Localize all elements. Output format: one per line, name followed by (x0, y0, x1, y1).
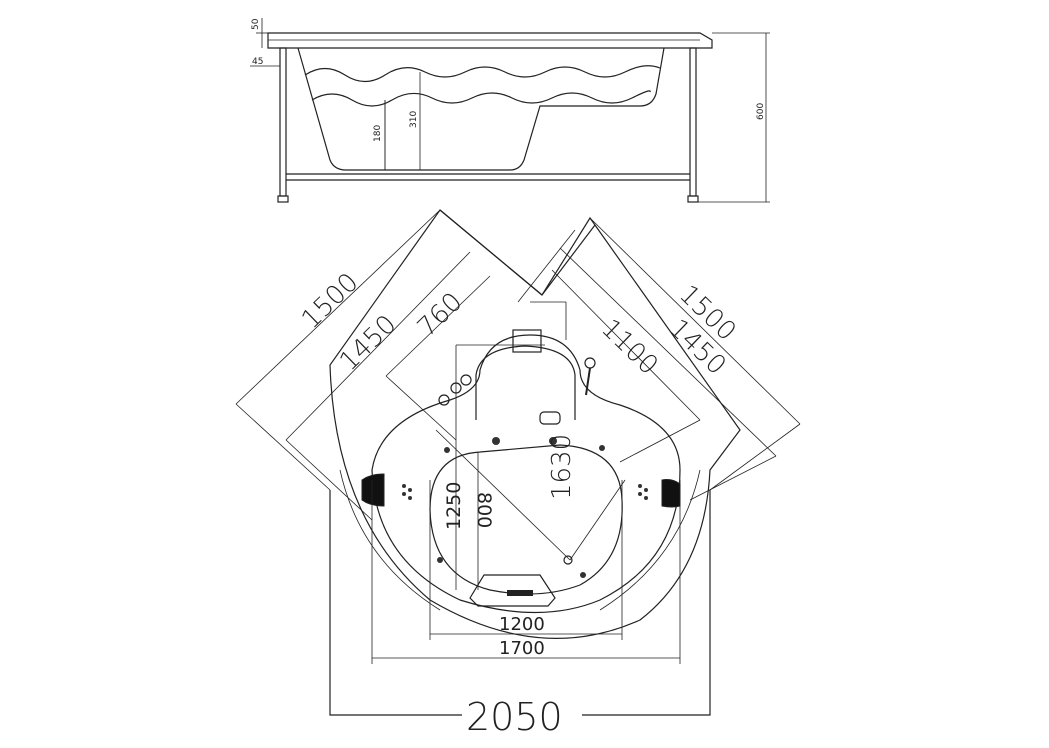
jet (492, 437, 500, 445)
left-wall-outer (439, 209, 543, 296)
jet (437, 557, 443, 563)
dim-180: 180 (373, 125, 383, 142)
faucet (584, 357, 596, 396)
dim-800: 800 (473, 492, 495, 528)
jet (549, 437, 557, 445)
jet (460, 374, 472, 386)
dim-2050-bg (462, 696, 582, 736)
jet (408, 488, 412, 492)
jet (438, 394, 450, 406)
dim-1630-line-2 (569, 479, 626, 561)
headrest-pillow (512, 329, 542, 353)
dim-760-line (385, 275, 491, 377)
left-foot (277, 195, 289, 203)
jet (580, 572, 586, 578)
dim-1500-left-ext (235, 403, 331, 491)
water-wave-bottom (311, 90, 651, 107)
dim-1500-left-line (235, 209, 441, 405)
dim-1450-left-line (285, 251, 471, 441)
headrest (475, 345, 576, 420)
dim-760: 760 (412, 287, 469, 343)
left-pillow (361, 473, 385, 507)
dim-760-ext (385, 375, 457, 441)
faucet-spout (585, 367, 591, 396)
jet (638, 484, 642, 488)
dim-1630-line (435, 429, 571, 561)
dim-1450-right-line (559, 247, 777, 457)
jet (599, 445, 605, 451)
jet (638, 492, 642, 496)
jet (402, 484, 406, 488)
side-view: 180 310 50 45 600 (250, 18, 770, 203)
tub-rim (267, 32, 713, 49)
faucet-knob (584, 357, 596, 369)
skirt-left (339, 469, 441, 611)
tub-outline (329, 209, 741, 639)
dim-1630: 1630 (547, 434, 577, 500)
jet (644, 488, 648, 492)
jet (444, 447, 450, 453)
jets (402, 374, 648, 578)
water-wave-top (304, 65, 661, 83)
dim-1200: 1200 (499, 614, 545, 635)
jet (402, 492, 406, 496)
dim-50: 50 (251, 18, 261, 30)
dim-1450-left-ext (285, 439, 373, 521)
dim-600: 600 (756, 103, 766, 120)
skirt-outline (329, 490, 711, 716)
dim-1250: 1250 (443, 482, 465, 530)
dim-310: 310 (409, 111, 419, 128)
dim-1500-right-ext (709, 423, 801, 491)
dim-1450-left: 1450 (334, 309, 402, 377)
control-display (507, 590, 533, 596)
dim-45: 45 (252, 57, 263, 67)
bowl-outer (371, 334, 681, 614)
bowl-inner (429, 444, 623, 595)
corner-line (517, 229, 576, 303)
dim-1450-right-ext (689, 455, 777, 501)
top-view: 1500 1450 760 1500 1450 1100 1630 1250 8… (235, 209, 801, 739)
dim-1500-left: 1500 (296, 267, 364, 335)
dim-1700: 1700 (499, 638, 545, 659)
jet (563, 555, 573, 565)
dim-1100-line (551, 269, 701, 421)
right-wall-outer (541, 224, 596, 296)
left-leg (279, 47, 287, 197)
jet (644, 496, 648, 500)
tub-body (297, 47, 665, 171)
jet (408, 496, 412, 500)
right-pillow (661, 479, 681, 508)
drain-overflow (539, 411, 561, 425)
dim-1100-ext (619, 419, 701, 463)
dim-1500-right-line (589, 217, 801, 425)
right-leg (689, 47, 697, 197)
dim-2050: 2050 (466, 695, 563, 739)
skirt-right (599, 469, 701, 611)
dim-1100: 1100 (595, 313, 663, 381)
right-foot (687, 195, 699, 203)
control-panel (469, 574, 556, 607)
